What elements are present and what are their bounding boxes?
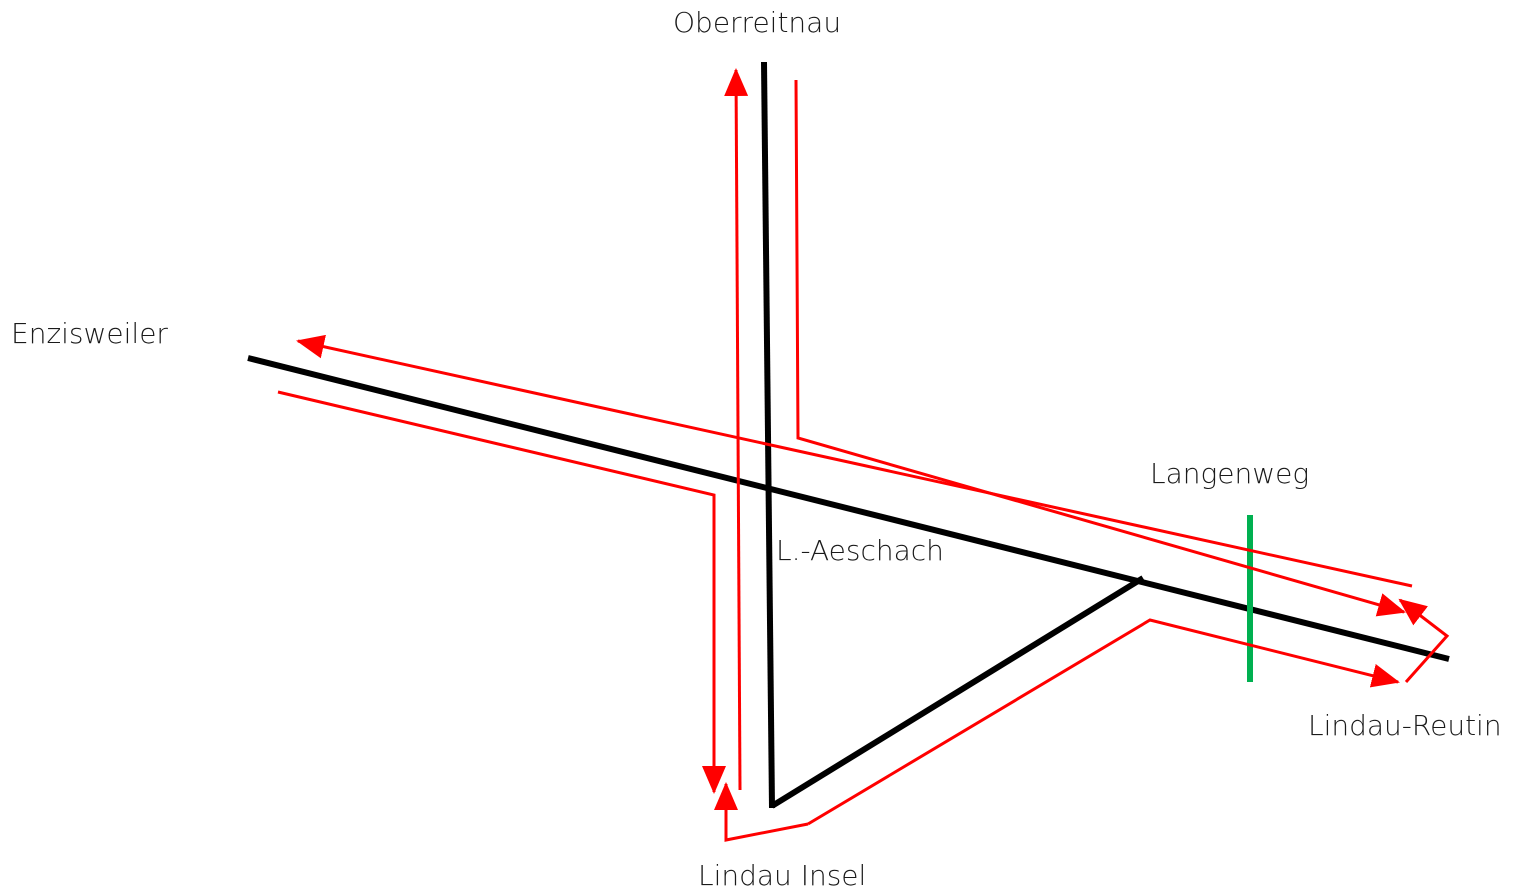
routes: [277, 68, 1450, 842]
route-reutin-to-enzisweiler: [296, 334, 1413, 588]
tracks: [247, 61, 1450, 809]
station-reutin: Lindau-Reutin: [1308, 709, 1502, 742]
track-enzisweiler-reutin: [247, 355, 1450, 662]
route-insel-loop: [714, 782, 809, 842]
track-insel-junction: [770, 575, 1145, 809]
station-oberreitnau: Oberreitnau: [673, 6, 842, 39]
route-reutin-to-oberreitnau: [724, 68, 749, 791]
track-oberreitnau-insel: [761, 61, 775, 809]
route-oberreitnau-to-reutin: [794, 79, 1406, 617]
station-aeschach: L.-Aeschach: [776, 534, 944, 567]
route-reutin-loop: [1398, 598, 1450, 683]
route-enzisweiler-to-insel: [277, 390, 726, 794]
station-insel: Lindau Insel: [698, 859, 867, 892]
station-enzisweiler: Enzisweiler: [11, 317, 168, 350]
route-insel-to-reutin: [807, 618, 1400, 826]
station-langenweg: Langenweg: [1150, 457, 1310, 490]
